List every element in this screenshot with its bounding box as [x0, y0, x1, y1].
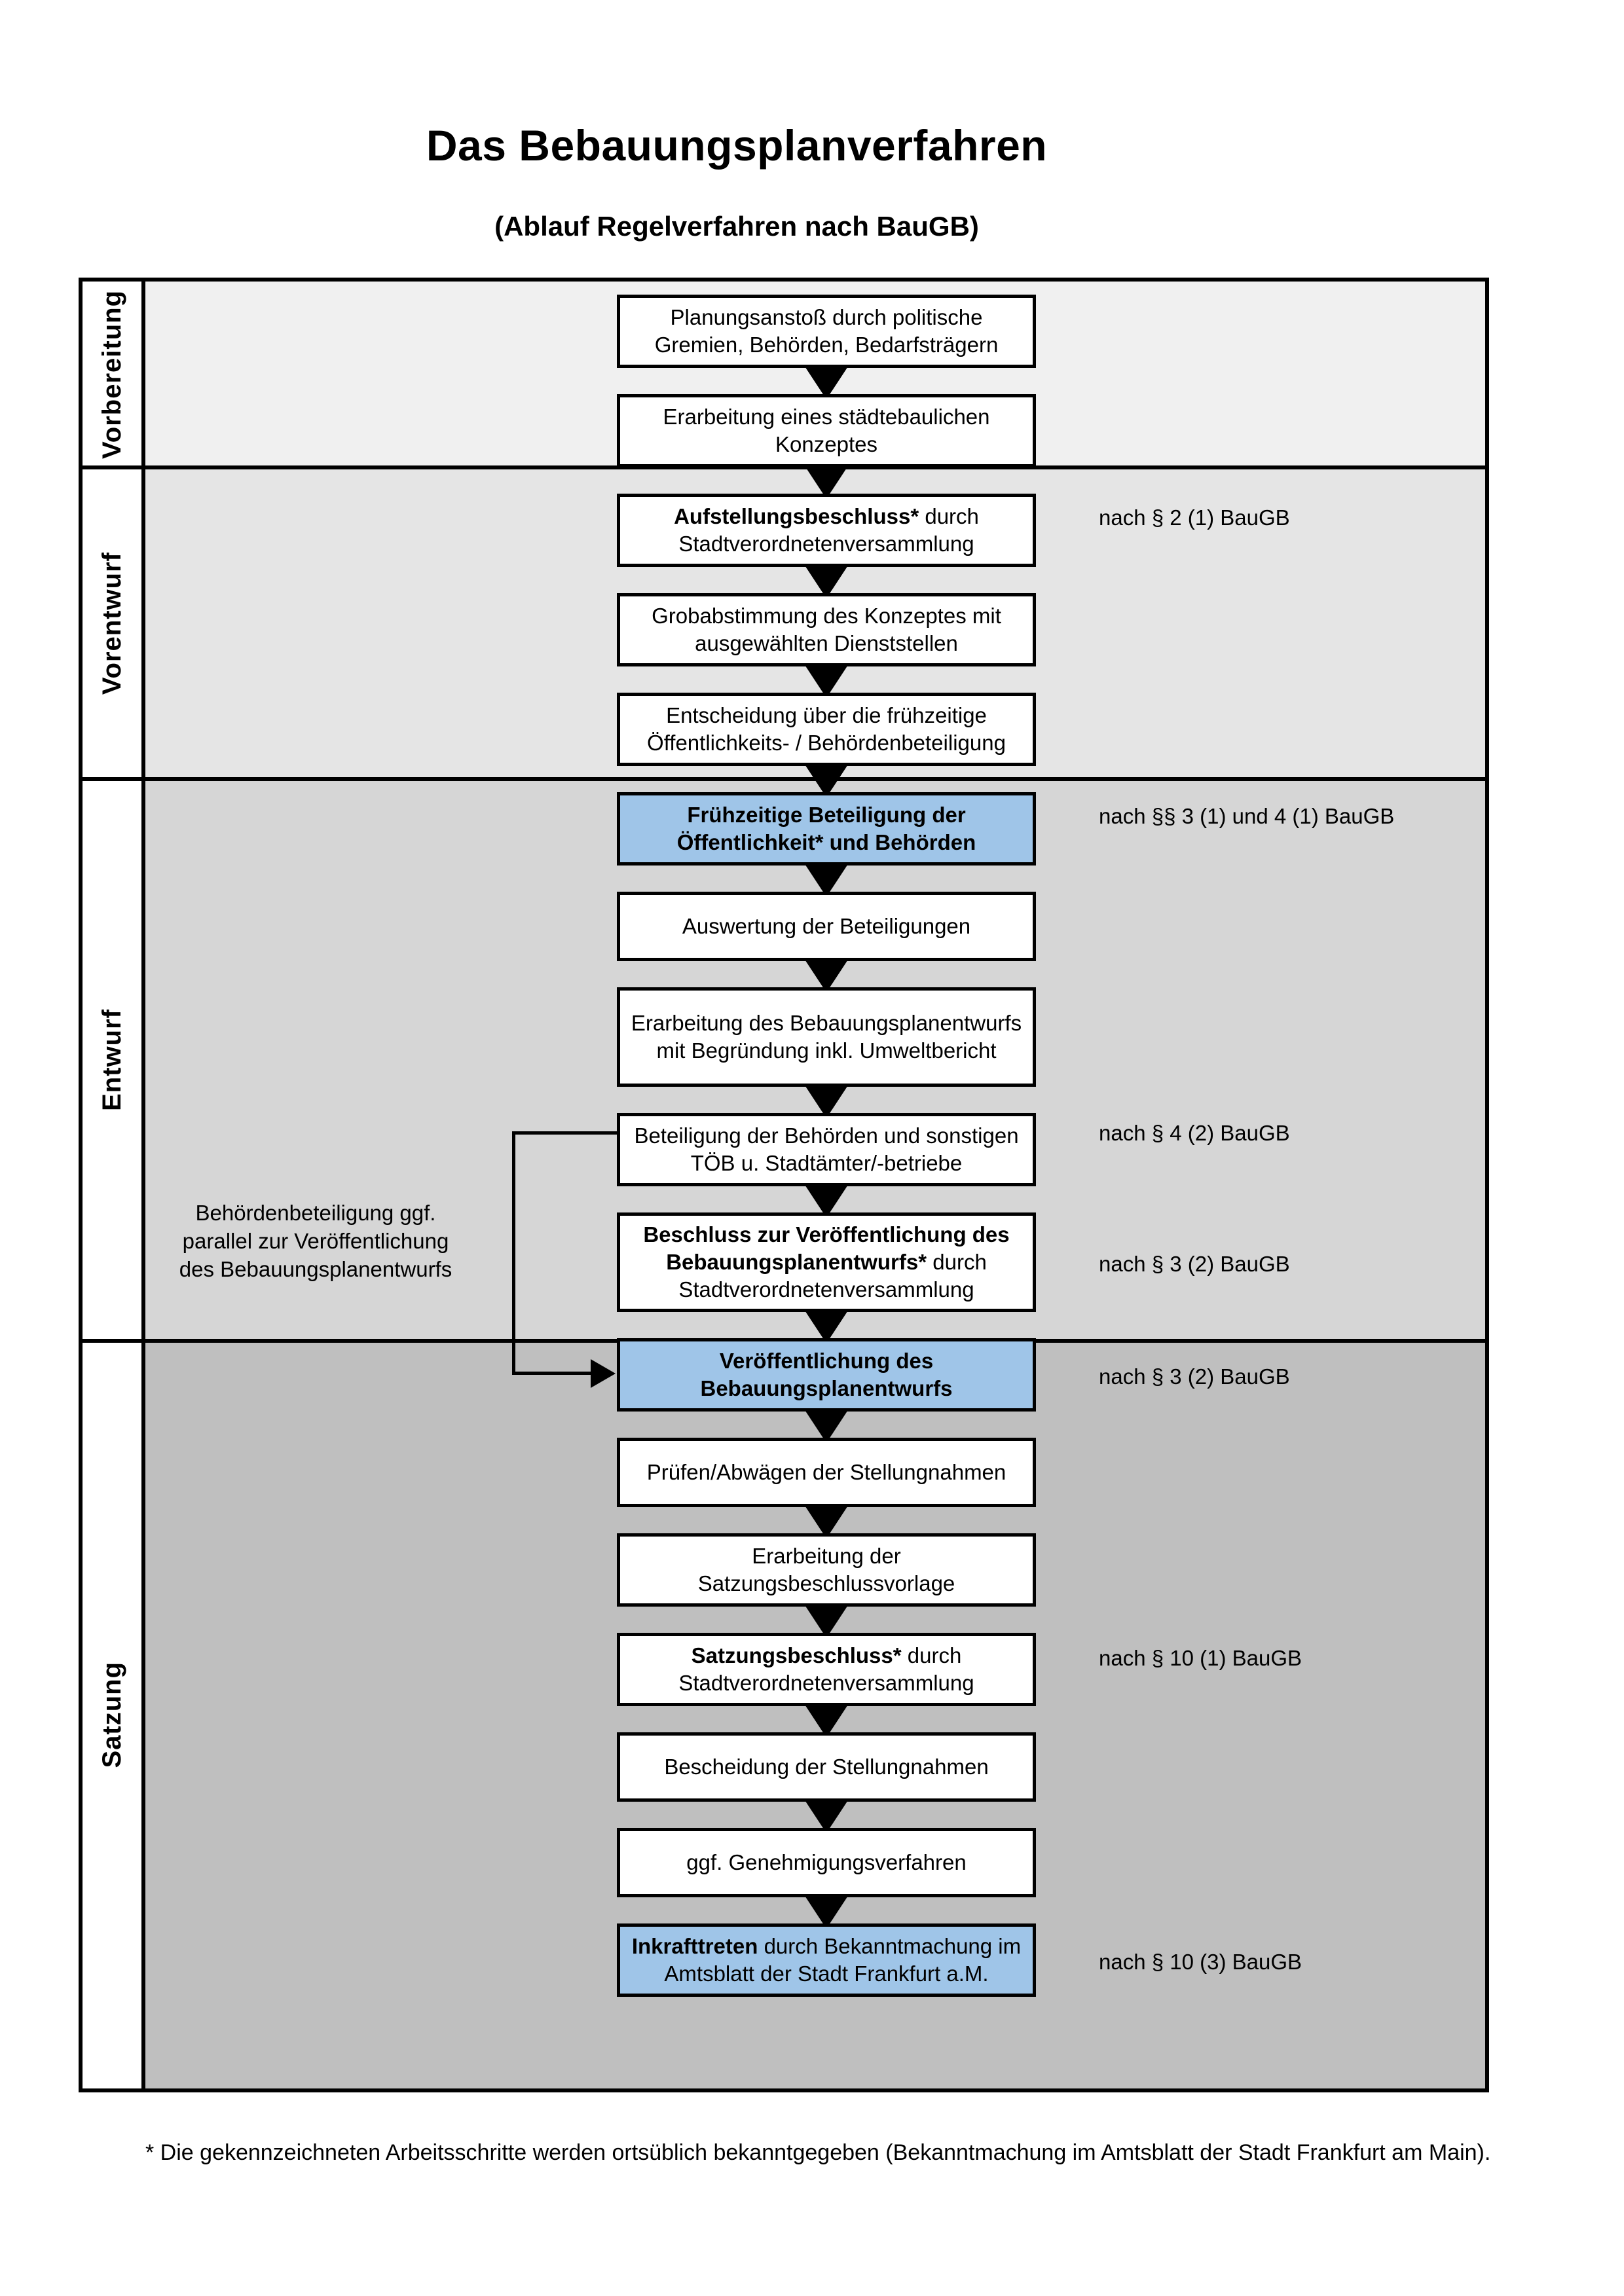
flow-step-label-bold: Aufstellungsbeschluss*: [674, 504, 919, 529]
flow-step-s6[interactable]: Frühzeitige Beteiligung der Öffentlichke…: [617, 792, 1036, 866]
flow-step-label: durch Stadtverordnetenversammlung: [678, 504, 979, 556]
flow-step-s15[interactable]: Bescheidung der Stellungnahmen: [617, 1732, 1036, 1802]
flow-step-label: Prüfen/Abwägen der Stellungnahmen: [646, 1460, 1006, 1485]
flow-step-label-bold: Satzungsbeschluss*: [691, 1643, 902, 1668]
phase-label-cell-satzung: Satzung: [83, 1341, 145, 2088]
flow-step-s4[interactable]: Grobabstimmung des Konzeptes mit ausgewä…: [617, 593, 1036, 666]
flow-step-s7[interactable]: Auswertung der Beteiligungen: [617, 892, 1036, 961]
legal-reference-r7: nach § 10 (3) BauGB: [1099, 1950, 1302, 1974]
flow-step-s9[interactable]: Beteiligung der Behörden und sonstigen T…: [617, 1113, 1036, 1186]
flow-step-label: durch Stadtverordnetenversammlung: [678, 1250, 987, 1302]
flow-step-s8[interactable]: Erarbeitung des Bebauungsplanentwurfs mi…: [617, 987, 1036, 1087]
flow-step-s16[interactable]: ggf. Genehmigungsverfahren: [617, 1828, 1036, 1897]
flow-step-label: ggf. Genehmigungsverfahren: [686, 1850, 967, 1875]
flow-step-s13[interactable]: Erarbeitung der Satzungsbeschlussvorlage: [617, 1533, 1036, 1607]
legal-reference-r6: nach § 10 (1) BauGB: [1099, 1646, 1302, 1670]
legal-reference-r3: nach § 4 (2) BauGB: [1099, 1121, 1290, 1145]
phase-label-cell-vorbereitung: Vorbereitung: [83, 282, 145, 467]
flow-step-s3[interactable]: Aufstellungsbeschluss* durch Stadtverord…: [617, 494, 1036, 567]
flow-step-label: durch Stadtverordnetenversammlung: [678, 1643, 974, 1695]
flow-step-s5[interactable]: Entscheidung über die frühzeitige Öffent…: [617, 693, 1036, 766]
bracket-bottom-segment: [512, 1372, 592, 1375]
phase-label-vorbereitung: Vorbereitung: [97, 290, 126, 459]
bracket-vertical-segment: [512, 1131, 515, 1375]
flow-step-label: Entscheidung über die frühzeitige Öffent…: [647, 703, 1006, 755]
footnote: * Die gekennzeichneten Arbeitsschritte w…: [145, 2140, 1491, 2165]
flow-step-s11[interactable]: Veröffentlichung des Bebauungsplanentwur…: [617, 1338, 1036, 1412]
flow-step-label: Erarbeitung eines städtebaulichen Konzep…: [663, 405, 990, 456]
flow-step-s17[interactable]: Inkrafttreten durch Bekanntmachung im Am…: [617, 1923, 1036, 1997]
flow-step-label: Grobabstimmung des Konzeptes mit ausgewä…: [652, 604, 1001, 655]
legal-reference-r4: nach § 3 (2) BauGB: [1099, 1252, 1290, 1276]
phase-label-entwurf: Entwurf: [97, 1009, 126, 1111]
flow-step-label: durch Bekanntmachung im Amtsblatt der St…: [664, 1934, 1022, 1986]
flow-step-s1[interactable]: Planungsanstoß durch politische Gremien,…: [617, 295, 1036, 368]
flow-step-label: Bescheidung der Stellungnahmen: [664, 1755, 989, 1779]
phase-label-cell-vorentwurf: Vorentwurf: [83, 467, 145, 779]
flow-step-s10[interactable]: Beschluss zur Veröffentlichung des Bebau…: [617, 1212, 1036, 1312]
legal-reference-r2: nach §§ 3 (1) und 4 (1) BauGB: [1099, 804, 1395, 828]
legal-reference-r1: nach § 2 (1) BauGB: [1099, 505, 1290, 530]
flow-step-label: Erarbeitung des Bebauungsplanentwurfs mi…: [631, 1011, 1022, 1063]
bracket-top-segment: [512, 1131, 617, 1135]
flow-step-label: Erarbeitung der Satzungsbeschlussvorlage: [697, 1544, 955, 1595]
flow-step-label-bold: Inkrafttreten: [631, 1934, 758, 1959]
flow-step-label-bold: Frühzeitige Beteiligung der Öffentlichke…: [676, 803, 976, 854]
flow-step-s14[interactable]: Satzungsbeschluss* durch Stadtverordnete…: [617, 1633, 1036, 1706]
side-note-behoerdenbeteiligung: Behördenbeteiligung ggf. parallel zur Ve…: [179, 1201, 452, 1281]
phase-label-vorentwurf: Vorentwurf: [97, 551, 126, 695]
page-title: Das Bebauungsplanverfahren: [426, 121, 1048, 170]
flow-step-s12[interactable]: Prüfen/Abwägen der Stellungnahmen: [617, 1438, 1036, 1507]
bracket-arrow-icon: [591, 1359, 616, 1388]
flow-step-label: Beteiligung der Behörden und sonstigen T…: [634, 1123, 1019, 1175]
legal-reference-r5: nach § 3 (2) BauGB: [1099, 1364, 1290, 1389]
flow-step-label: Planungsanstoß durch politische Gremien,…: [654, 305, 999, 357]
phase-divider-entwurf: [83, 777, 1485, 781]
flow-step-label-bold: Beschluss zur Veröffentlichung des Bebau…: [643, 1222, 1010, 1275]
flow-step-label-bold: Veröffentlichung des Bebauungsplanentwur…: [700, 1349, 953, 1400]
flow-step-s2[interactable]: Erarbeitung eines städtebaulichen Konzep…: [617, 394, 1036, 467]
page-subtitle: (Ablauf Regelverfahren nach BauGB): [494, 211, 979, 242]
flow-step-label: Auswertung der Beteiligungen: [682, 914, 971, 939]
phase-label-satzung: Satzung: [97, 1661, 126, 1768]
phase-label-cell-entwurf: Entwurf: [83, 779, 145, 1341]
phase-divider-vorentwurf: [83, 465, 1485, 469]
